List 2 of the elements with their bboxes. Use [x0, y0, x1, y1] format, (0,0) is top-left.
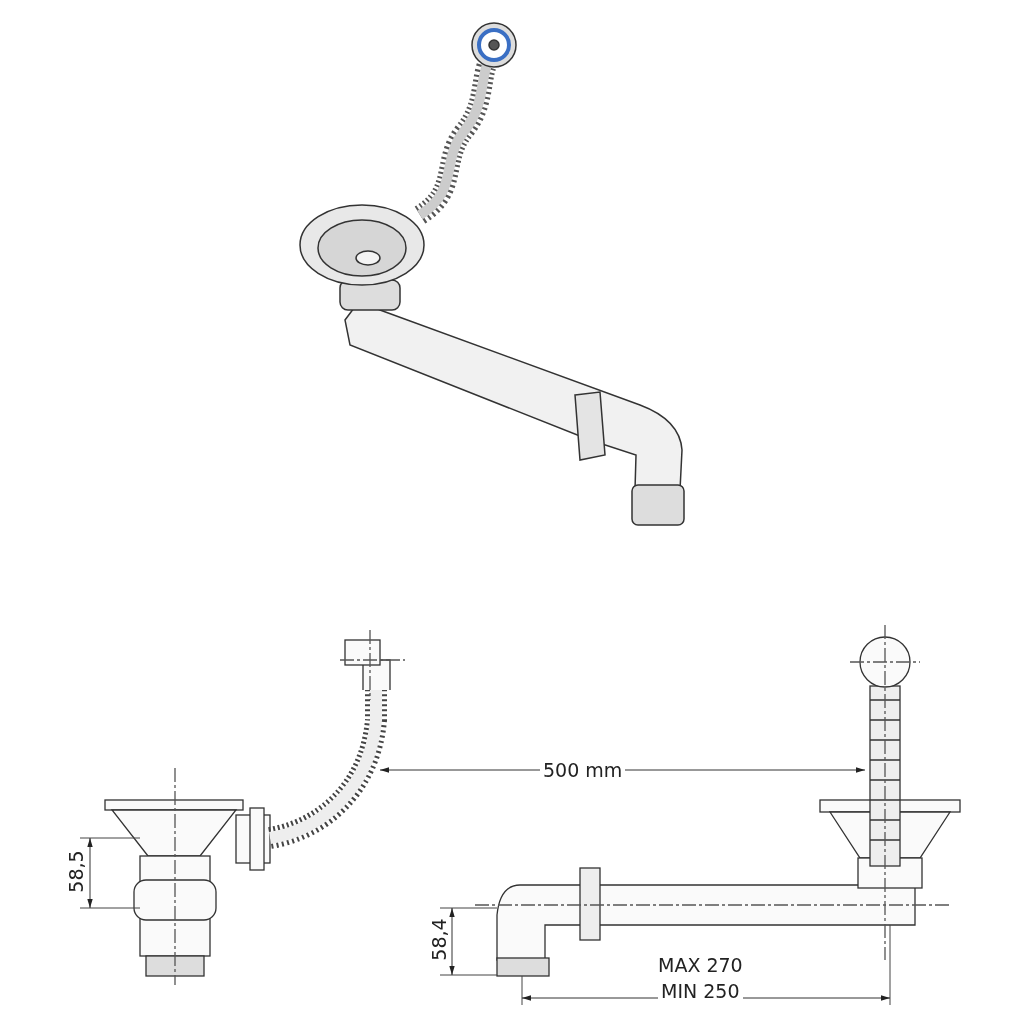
- dimension-label: 500 mm: [540, 761, 626, 780]
- dimension-label: MIN 250: [658, 982, 743, 1001]
